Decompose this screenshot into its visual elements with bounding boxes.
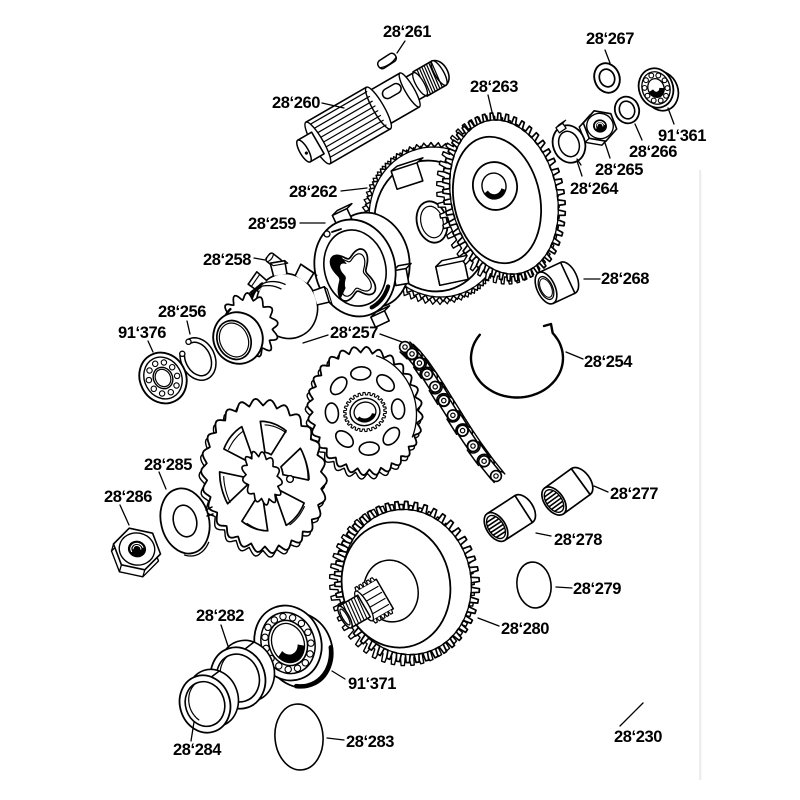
svg-text:28‘286: 28‘286 bbox=[104, 488, 152, 506]
svg-text:91‘376: 91‘376 bbox=[118, 324, 166, 342]
svg-text:28‘259: 28‘259 bbox=[248, 215, 296, 233]
svg-text:28‘282: 28‘282 bbox=[196, 607, 244, 625]
svg-text:91‘361: 91‘361 bbox=[658, 127, 706, 145]
svg-text:28‘256: 28‘256 bbox=[158, 303, 206, 321]
svg-text:28‘230: 28‘230 bbox=[614, 728, 662, 746]
svg-text:28‘263: 28‘263 bbox=[470, 78, 518, 96]
svg-text:28‘262: 28‘262 bbox=[289, 183, 337, 201]
svg-text:28‘268: 28‘268 bbox=[601, 270, 649, 288]
svg-text:28‘278: 28‘278 bbox=[554, 531, 602, 549]
svg-text:28‘284: 28‘284 bbox=[173, 741, 222, 759]
svg-text:91‘371: 91‘371 bbox=[348, 675, 396, 693]
svg-text:28‘267: 28‘267 bbox=[586, 30, 634, 48]
svg-text:28‘280: 28‘280 bbox=[501, 620, 549, 638]
svg-text:28‘264: 28‘264 bbox=[570, 180, 619, 198]
svg-text:28‘285: 28‘285 bbox=[144, 456, 192, 474]
svg-text:28‘277: 28‘277 bbox=[610, 485, 658, 503]
svg-text:28‘265: 28‘265 bbox=[595, 161, 643, 179]
svg-text:28‘257: 28‘257 bbox=[330, 324, 378, 342]
svg-text:28‘258: 28‘258 bbox=[203, 251, 251, 269]
svg-text:28‘260: 28‘260 bbox=[272, 94, 320, 112]
svg-text:28‘254: 28‘254 bbox=[584, 353, 633, 371]
svg-text:28‘261: 28‘261 bbox=[383, 23, 431, 41]
svg-text:28‘266: 28‘266 bbox=[629, 143, 677, 161]
svg-text:28‘279: 28‘279 bbox=[573, 580, 621, 598]
svg-text:28‘283: 28‘283 bbox=[346, 733, 394, 751]
